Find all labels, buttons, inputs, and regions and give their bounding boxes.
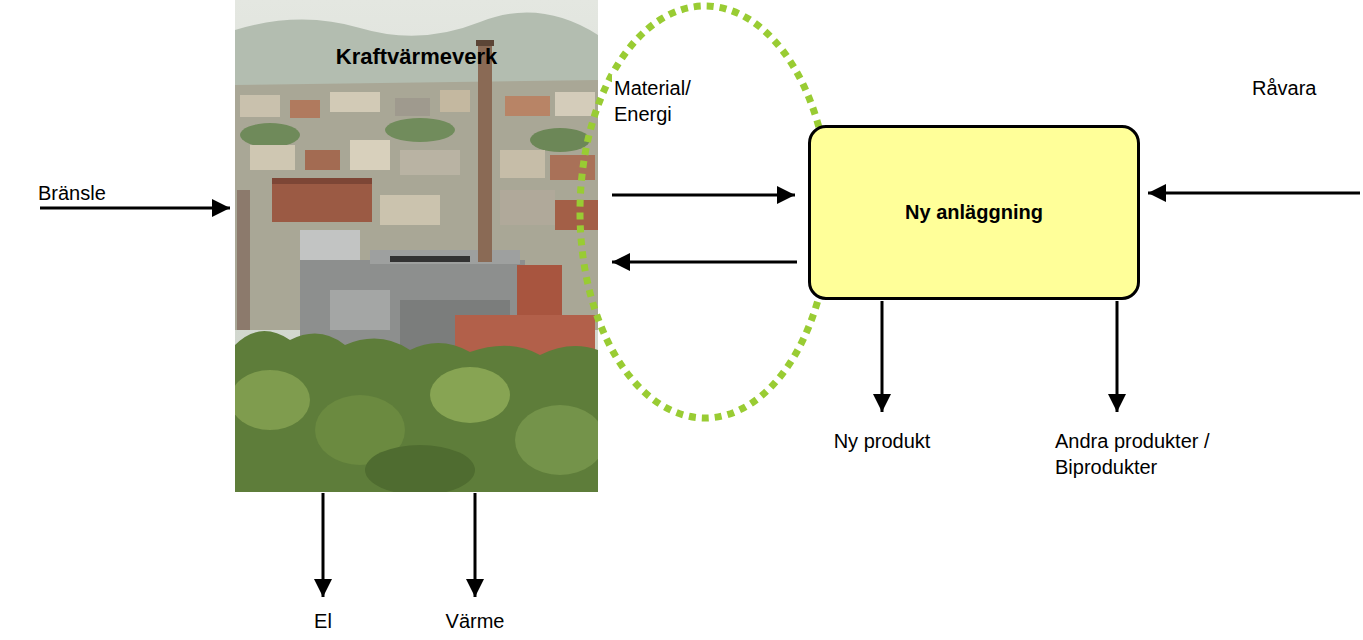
plant-photo (235, 0, 598, 492)
flow-arrow (612, 194, 795, 197)
flow-label: Värme (446, 608, 505, 634)
spacer (323, 493, 597, 494)
input-arrow (40, 207, 230, 210)
flow-label: Ny produkt (834, 428, 931, 454)
flow-arrow (612, 261, 797, 264)
box-title: Ny anläggning (905, 201, 1043, 224)
flow-label: Råvara (1252, 75, 1316, 101)
flow-label: Andra produkter / Biprodukter (1055, 428, 1240, 480)
input-arrow (1148, 192, 1360, 195)
dotted-ellipse (580, 6, 830, 418)
output-arrow (474, 493, 477, 597)
output-arrow (881, 301, 884, 412)
plant-title: Kraftvärmeverk (336, 44, 497, 70)
flow-label: Bränsle (38, 180, 106, 206)
output-arrow (322, 493, 325, 597)
process-box: Ny anläggning (808, 125, 1140, 300)
plant-photo-frame: Kraftvärmeverk (235, 0, 598, 492)
output-arrow (1116, 301, 1119, 412)
edge-label: Material/ Energi (612, 75, 720, 127)
flow-label: El (314, 608, 332, 634)
